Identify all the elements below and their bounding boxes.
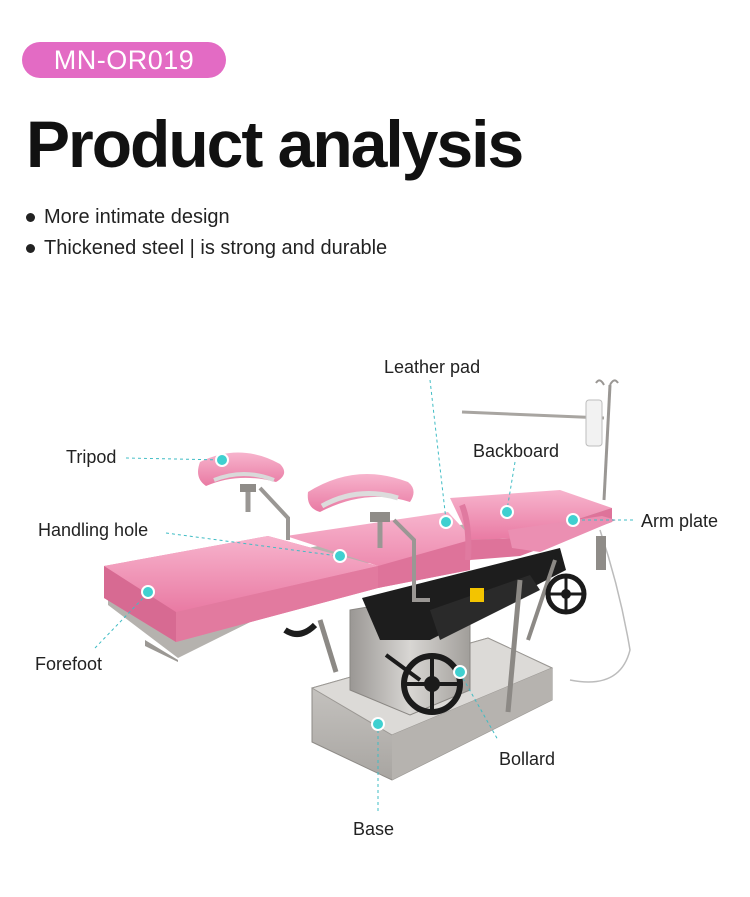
bollard-marker — [453, 665, 467, 679]
label-forefoot: Forefoot — [35, 654, 103, 674]
callout-markers — [141, 453, 580, 731]
tripod-marker — [215, 453, 229, 467]
label-backboard: Backboard — [473, 441, 560, 461]
handwheel-back — [545, 573, 587, 615]
leg-support-left — [198, 452, 290, 540]
frame — [283, 548, 566, 713]
label-base: Base — [353, 819, 395, 839]
bullet-dot-icon — [26, 244, 35, 253]
tripod-leader — [125, 457, 223, 461]
bullet-dot-icon — [26, 213, 35, 222]
leg-support-right — [307, 474, 430, 602]
page-title: Product analysis — [26, 107, 524, 181]
handwheel-front — [384, 653, 463, 715]
forefoot-pad — [104, 536, 378, 642]
label-handling-hole: Handling hole — [38, 520, 149, 540]
arm-plate-pad — [508, 516, 616, 552]
feature-item: Thickened steel | is strong and durable — [26, 233, 387, 264]
feature-list: More intimate design Thickened steel | i… — [26, 202, 387, 264]
forefoot-marker — [141, 585, 155, 599]
warning-sticker — [470, 588, 484, 602]
leather-pad-marker — [439, 515, 453, 529]
handling-hole-marker — [333, 549, 347, 563]
leather-pad-leader — [429, 379, 447, 521]
seat-pad — [286, 512, 470, 588]
base-marker — [371, 717, 385, 731]
forefoot-leader — [94, 593, 148, 649]
backboard-marker — [500, 505, 514, 519]
handling-hole-leader — [165, 532, 339, 557]
callout-lines — [94, 379, 635, 812]
arm-plate-marker — [566, 513, 580, 527]
label-bollard: Bollard — [499, 749, 556, 769]
backboard-leader — [506, 461, 516, 511]
label-tripod: Tripod — [66, 447, 117, 467]
label-leather-pad: Leather pad — [384, 357, 481, 377]
feature-item: More intimate design — [26, 202, 387, 233]
iv-pole — [461, 379, 631, 683]
model-badge: MN-OR019 — [22, 42, 226, 78]
label-arm-plate: Arm plate — [641, 511, 719, 531]
bollard-leader — [459, 672, 499, 741]
